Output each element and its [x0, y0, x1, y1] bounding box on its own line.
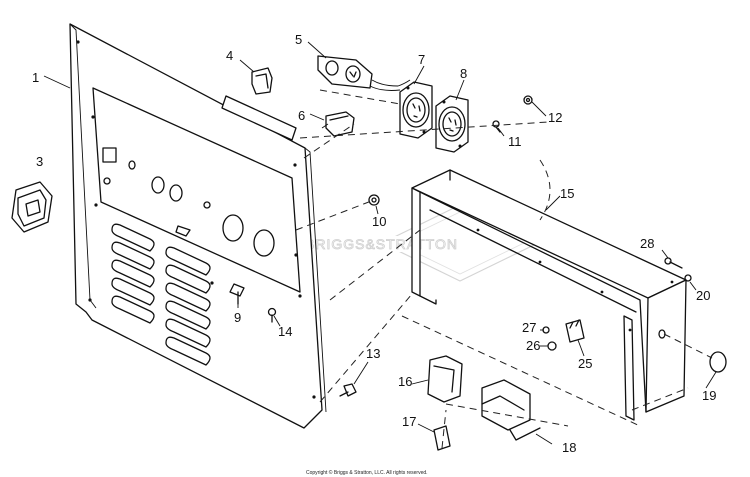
copyright-notice: Copyright © Briggs & Stratton, LLC. All … [306, 469, 428, 476]
part-12-nut [523, 95, 533, 105]
part-28-screw [664, 257, 683, 269]
callout-13: 13 [366, 346, 380, 361]
callout-11: 11 [508, 134, 522, 149]
callout-3: 3 [36, 154, 43, 169]
part-19-knob [709, 351, 727, 373]
callout-10: 10 [372, 214, 386, 229]
part-13-screw [339, 383, 357, 397]
part-4-clip [251, 67, 273, 95]
callout-labels: 1 3 4 5 6 7 8 9 10 11 12 13 14 15 16 17 … [32, 32, 716, 455]
part-25-bracket [565, 319, 585, 343]
callout-16: 16 [398, 374, 412, 389]
part-6-switch [321, 111, 355, 137]
part-8-outlet [435, 95, 469, 153]
callout-15: 15 [560, 186, 574, 201]
leader-lines [43, 41, 717, 445]
part-17-clip [433, 425, 451, 451]
part-11-screw [492, 120, 501, 133]
part-16-bracket [427, 355, 463, 403]
callout-1: 1 [32, 70, 39, 85]
part-10-nut [368, 194, 380, 206]
callout-9: 9 [234, 310, 241, 325]
callout-7: 7 [418, 52, 425, 67]
callout-27: 27 [522, 320, 536, 335]
part-20-nut [684, 274, 692, 282]
vent-louvers-right [165, 246, 211, 366]
part-3-breaker [11, 181, 53, 233]
part-18-holder [481, 379, 541, 441]
part-5-receptacle [317, 55, 411, 91]
callout-12: 12 [548, 110, 562, 125]
callout-8: 8 [460, 66, 467, 81]
callout-14: 14 [278, 324, 292, 339]
part-14-screw [267, 307, 277, 323]
assembly-lines [295, 89, 713, 449]
callout-25: 25 [578, 356, 592, 371]
callout-17: 17 [402, 414, 416, 429]
callout-18: 18 [562, 440, 576, 455]
callout-6: 6 [298, 108, 305, 123]
callout-26: 26 [526, 338, 540, 353]
part-26-nut [547, 341, 557, 351]
watermark-text: BRIGGS&STRATTON [305, 236, 458, 252]
callout-28: 28 [640, 236, 654, 251]
callout-4: 4 [226, 48, 233, 63]
control-panel [69, 23, 327, 429]
callout-20: 20 [696, 288, 710, 303]
callout-5: 5 [295, 32, 302, 47]
part-15-enclosure [411, 169, 687, 421]
callout-19: 19 [702, 388, 716, 403]
vent-louvers-left [111, 223, 155, 324]
part-7-outlet [399, 81, 433, 139]
